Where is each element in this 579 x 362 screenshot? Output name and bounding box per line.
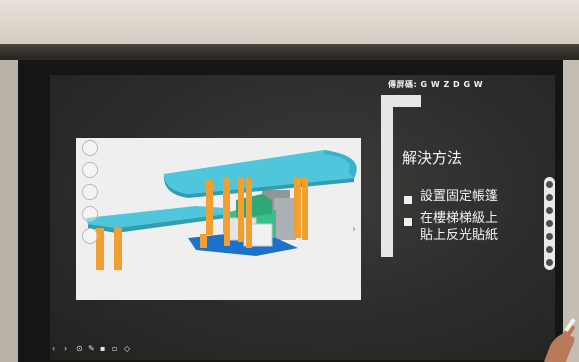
view-icon[interactable] — [82, 228, 98, 244]
bullet-text-1: 設置固定帳篷 — [420, 189, 499, 204]
pillar — [200, 234, 207, 248]
pillar — [114, 228, 122, 270]
pillar — [246, 178, 252, 248]
lower-canopy — [86, 206, 226, 228]
decorative-bracket-top — [381, 95, 421, 107]
pillar — [206, 180, 213, 235]
cast-code-label: 傳屏碼: G W Z D G W — [388, 80, 484, 89]
model-view-toolbar — [82, 140, 98, 260]
bullet-text-2-line1: 在樓梯梯級上 — [420, 211, 499, 226]
wall-left — [0, 60, 20, 362]
bottom-toolbar: ‹ › ⊙ ✎ ▪ ▫ ◇ — [52, 343, 132, 355]
pillar — [294, 178, 301, 238]
3d-model-image[interactable]: › — [76, 138, 361, 300]
pillar — [302, 178, 308, 240]
eraser-icon[interactable] — [546, 194, 553, 201]
pillar — [238, 178, 244, 242]
zoom-icon[interactable] — [546, 233, 553, 240]
wall-right — [561, 60, 579, 362]
pillar — [224, 222, 230, 246]
zoom-icon[interactable] — [82, 184, 98, 200]
reset-icon[interactable] — [82, 206, 98, 222]
pan-icon[interactable] — [82, 162, 98, 178]
shelter-model-illustration: › — [76, 138, 361, 300]
wall-top — [0, 0, 579, 48]
pen-icon[interactable] — [546, 181, 553, 188]
highlighter-icon[interactable]: ▪ — [100, 344, 106, 353]
pen-icon[interactable]: ✎ — [88, 344, 95, 353]
bullet-marker — [404, 196, 412, 204]
pointer-icon[interactable] — [546, 220, 553, 227]
shape-icon[interactable]: ◇ — [124, 344, 131, 353]
rotate-icon[interactable] — [82, 140, 98, 156]
pointer-icon[interactable]: ⊙ — [76, 344, 83, 353]
eraser-icon[interactable]: ▫ — [112, 344, 118, 353]
grey-wall-block — [274, 198, 296, 240]
page-icon[interactable] — [546, 246, 553, 253]
annotation-toolbar — [544, 177, 555, 270]
slide-title: 解決方法 — [402, 149, 463, 167]
select-icon[interactable] — [546, 207, 553, 214]
pillar — [96, 228, 104, 270]
prev-icon[interactable]: ‹ — [52, 344, 56, 353]
next-icon[interactable]: › — [64, 344, 68, 353]
presenter-hand — [544, 318, 576, 362]
pillar — [223, 178, 230, 233]
bullet-marker — [404, 218, 412, 226]
next-arrow-icon: › — [352, 224, 356, 235]
bullet-text-2-line2: 貼上反光貼紙 — [420, 228, 499, 243]
green-steps — [236, 194, 272, 218]
decorative-bracket — [381, 95, 393, 257]
more-icon[interactable] — [546, 259, 553, 266]
